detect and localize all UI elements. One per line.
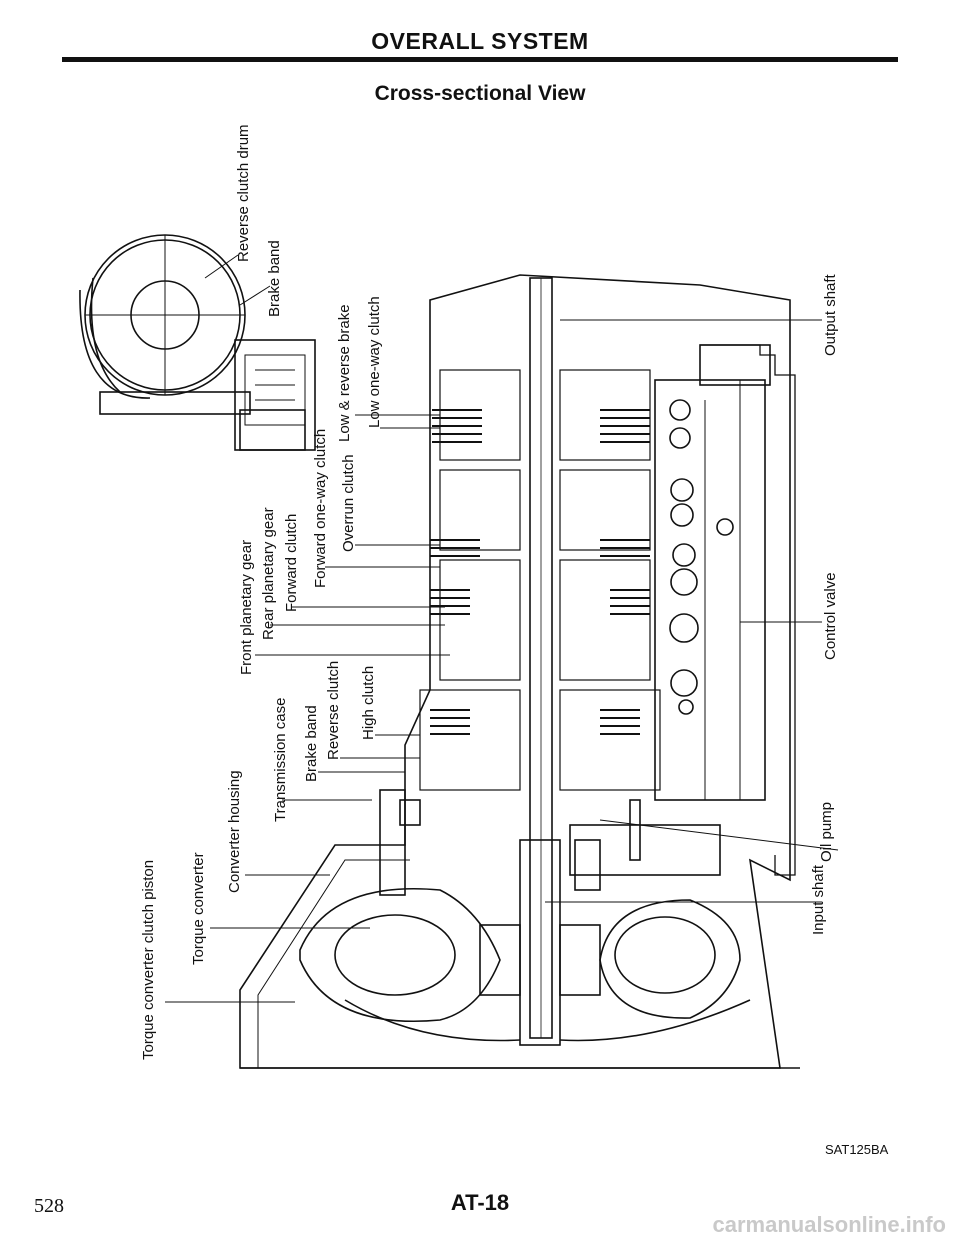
label-forward-one-way-clutch: Forward one-way clutch (312, 428, 329, 588)
label-front-planetary-gear: Front planetary gear (238, 539, 255, 675)
page-number: 528 (34, 1195, 64, 1217)
label-input-shaft: Input shaft (810, 864, 827, 935)
label-control-valve: Control valve (822, 572, 839, 660)
main-shaft (519, 277, 561, 1046)
label-reverse-clutch: Reverse clutch (325, 660, 342, 760)
label-reverse-clutch-drum: Reverse clutch drum (235, 124, 252, 262)
label-brake-band-lower: Brake band (303, 705, 320, 782)
label-torque-converter: Torque converter (190, 852, 207, 965)
label-high-clutch: High clutch (360, 665, 377, 740)
label-low-reverse-brake: Low & reverse brake (336, 304, 353, 442)
reverse-drum-inset (79, 234, 316, 451)
label-overrun-clutch: Overrun clutch (340, 454, 357, 552)
transmission-case-outline (239, 274, 800, 1069)
clutch-packs (419, 369, 661, 791)
label-oil-pump: Oil pump (818, 801, 835, 862)
leader-lines (165, 254, 839, 1003)
label-torque-converter-clutch-piston: Torque converter clutch piston (140, 859, 157, 1060)
section-code: AT-18 (450, 1190, 510, 1215)
label-output-shaft: Output shaft (822, 274, 839, 356)
label-low-one-way-clutch: Low one-way clutch (366, 296, 383, 428)
page-title: OVERALL SYSTEM (371, 28, 589, 54)
figure-code: SAT125BA (825, 1142, 889, 1157)
label-brake-band-top: Brake band (266, 240, 283, 317)
label-rear-planetary-gear: Rear planetary gear (260, 507, 277, 640)
label-transmission-case: Transmission case (272, 697, 289, 822)
control-valve-body (654, 344, 771, 801)
label-converter-housing: Converter housing (226, 770, 243, 893)
watermark: carmanualsonline.info (712, 1212, 947, 1237)
label-forward-clutch: Forward clutch (283, 513, 300, 612)
section-title: Cross-sectional View (374, 82, 586, 105)
title-rule (62, 57, 898, 62)
torque-converter-shape (299, 887, 751, 1042)
oil-pump-shape (379, 789, 721, 896)
